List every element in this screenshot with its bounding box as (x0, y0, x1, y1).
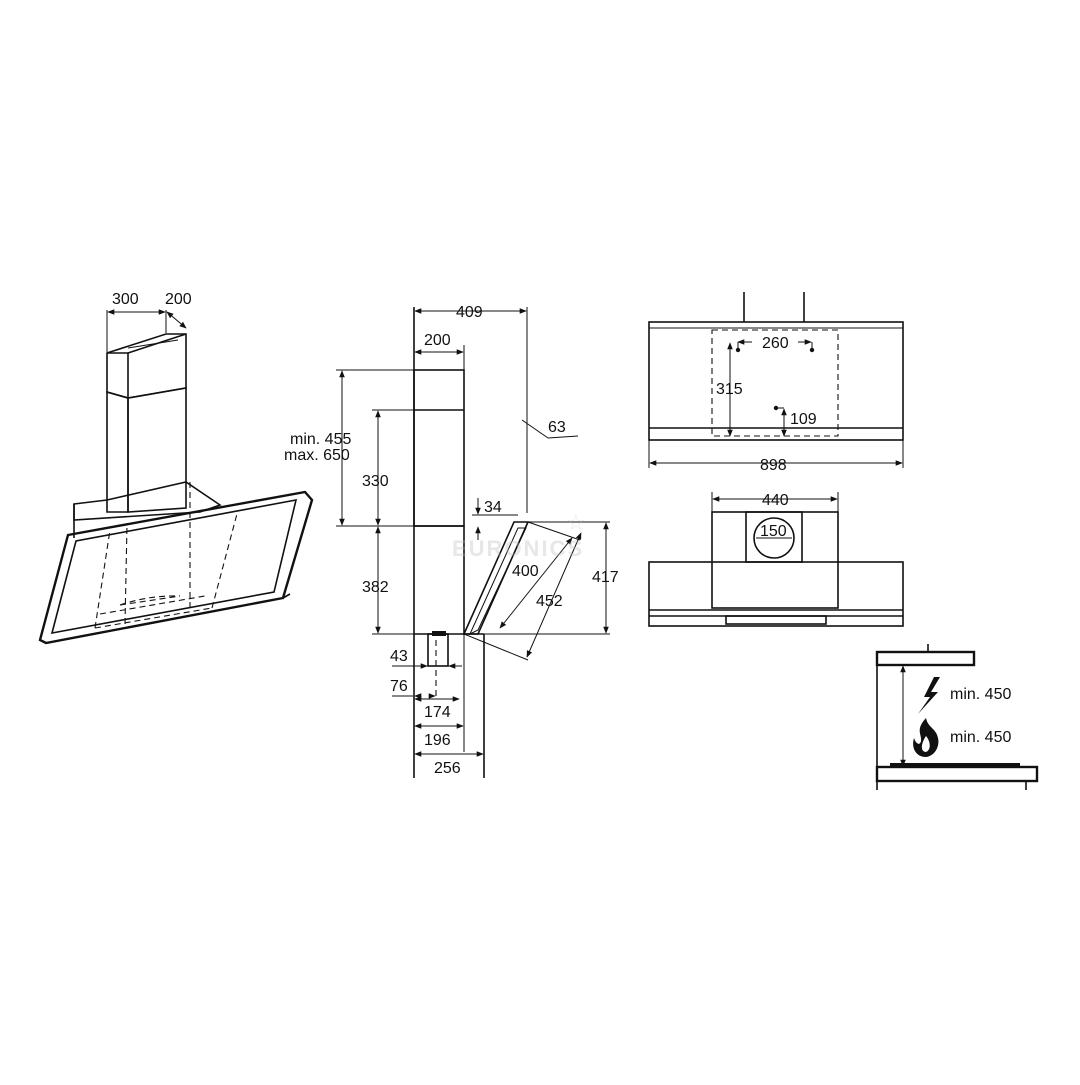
watermark: EURONICS (452, 536, 584, 561)
dim-chimney-width: 300 (112, 291, 139, 308)
dim-diagonal: 452 (536, 593, 563, 610)
dim-174: 174 (424, 704, 451, 721)
dim-glass-thickness: 63 (548, 419, 566, 436)
dim-gap: 34 (484, 499, 502, 516)
front-view: 440 150 (648, 492, 904, 627)
dim-chimney-depth-side: 200 (424, 332, 451, 349)
dim-outlet-43: 43 (390, 648, 408, 665)
watermark-star-icon: ☆ (566, 510, 588, 535)
electric-bolt-icon (918, 677, 940, 714)
dim-chimney-max: max. 650 (284, 447, 350, 464)
dim-outlet-diameter: 150 (760, 523, 787, 540)
clearance-view: min. 450 min. 450 (875, 644, 1039, 790)
dim-front-chimney-width: 440 (762, 492, 789, 509)
dim-hole-vertical: 315 (716, 381, 743, 398)
top-view: 260 315 109 898 (648, 292, 904, 474)
dim-chimney-min: min. 455 (290, 431, 351, 448)
dim-total-height: 417 (592, 569, 619, 586)
dim-196: 196 (424, 732, 451, 749)
perspective-view: 300 200 (38, 291, 314, 645)
dim-total-depth: 409 (456, 304, 483, 321)
side-view: 409 200 min. 455 max. 650 330 382 34 63 … (284, 304, 619, 778)
dim-total-width: 898 (760, 457, 787, 474)
clearance-gas: min. 450 (950, 729, 1011, 746)
dim-256: 256 (434, 760, 461, 777)
clearance-electric: min. 450 (950, 686, 1011, 703)
dim-glass-length: 400 (512, 563, 539, 580)
dim-chimney-depth: 200 (165, 291, 192, 308)
dim-outlet-76: 76 (390, 678, 408, 695)
dim-hole-spacing: 260 (762, 335, 789, 352)
dim-body-height: 382 (362, 579, 389, 596)
dim-hole-bottom: 109 (790, 411, 817, 428)
dim-upper-chimney: 330 (362, 473, 389, 490)
